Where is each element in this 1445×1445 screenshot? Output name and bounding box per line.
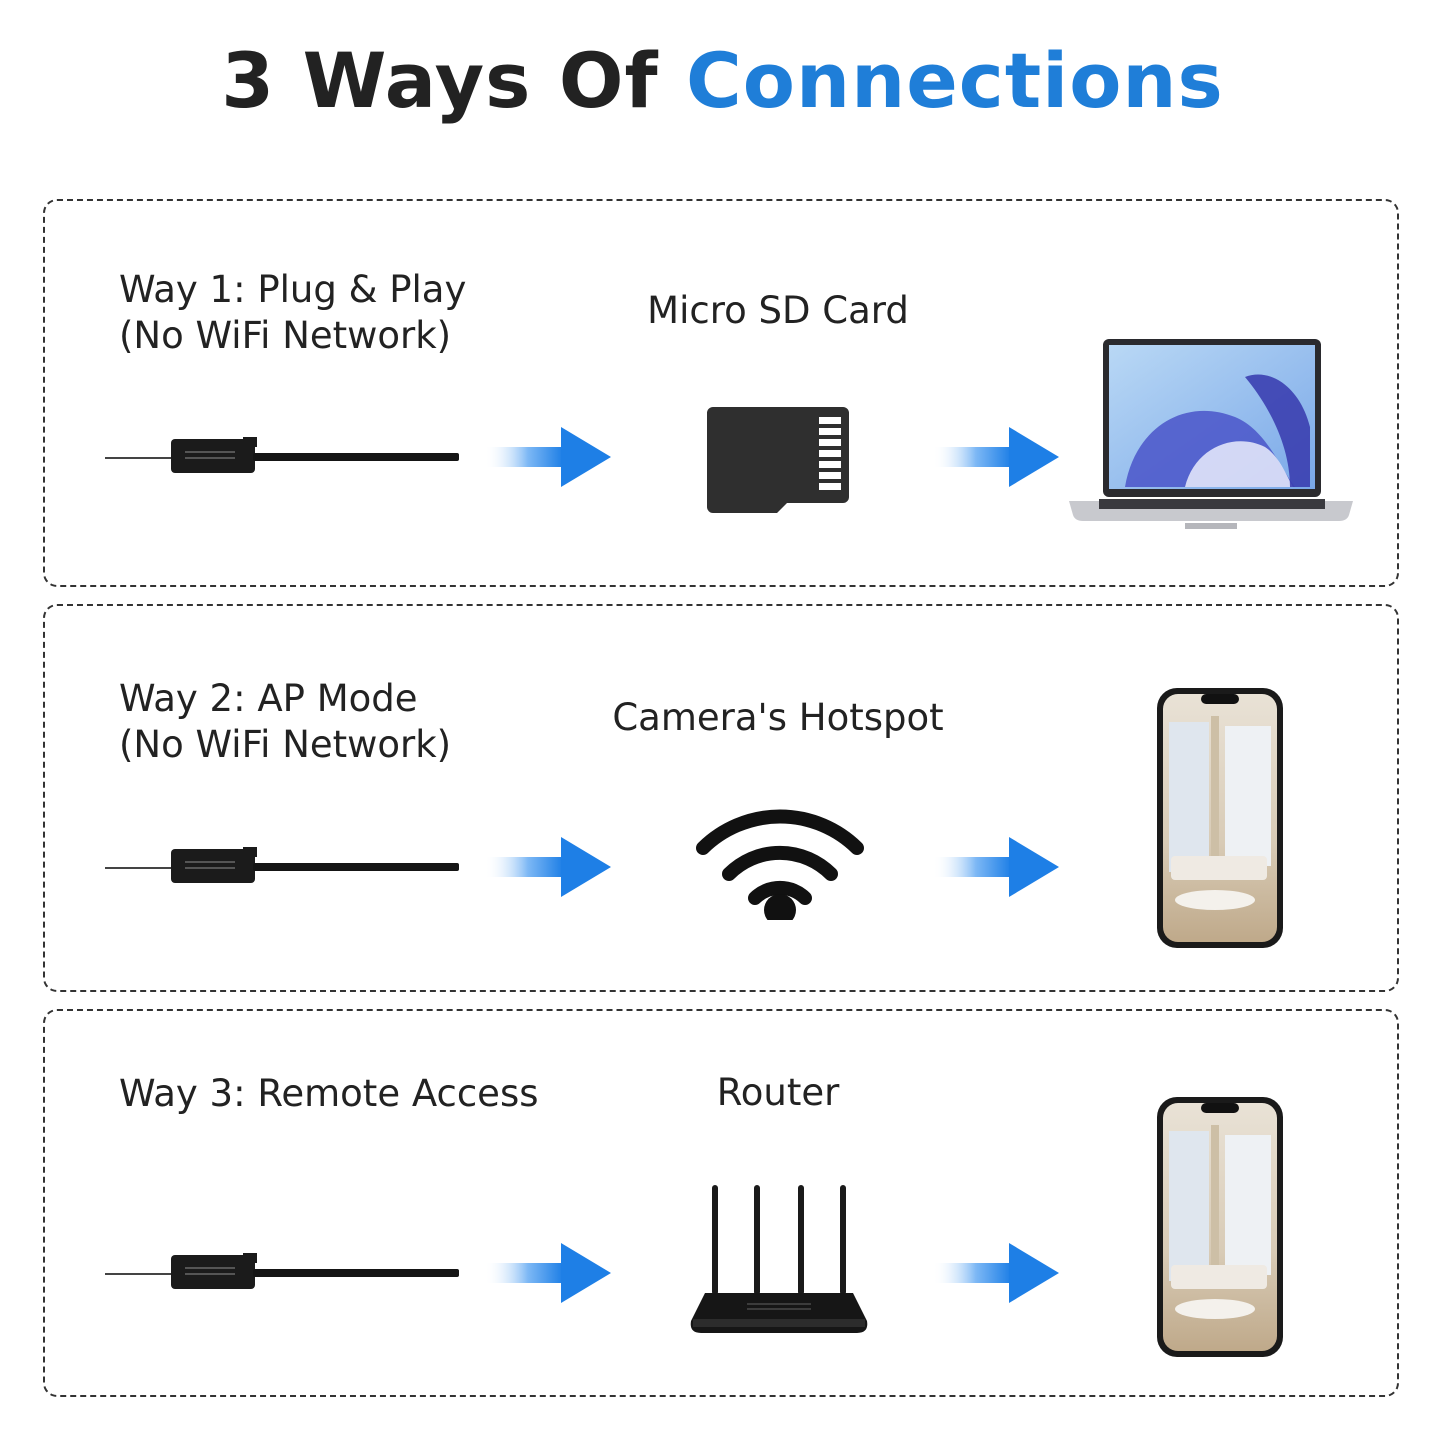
- camera-module-icon: [105, 437, 459, 473]
- arrow-right-icon: [933, 427, 1059, 487]
- way-1-panel: Way 1: Plug & Play (No WiFi Network) Mic…: [43, 199, 1399, 587]
- way-2-label: Way 2: AP Mode (No WiFi Network): [119, 677, 452, 766]
- page-title: 3 Ways Of Connections: [0, 36, 1445, 125]
- camera-module-icon: [105, 847, 459, 883]
- way-2-panel: Way 2: AP Mode (No WiFi Network) Camera'…: [43, 604, 1399, 992]
- way-3-middle-label: Router: [716, 1071, 840, 1114]
- arrow-right-icon: [933, 1243, 1059, 1303]
- way-3-panel: Way 3: Remote Access Router: [43, 1009, 1399, 1397]
- laptop-icon: [1069, 339, 1353, 529]
- camera-module-icon: [105, 1253, 459, 1289]
- arrow-right-icon: [933, 837, 1059, 897]
- smartphone-icon: [1157, 688, 1283, 948]
- way-2-middle-label: Camera's Hotspot: [612, 696, 944, 739]
- arrow-right-icon: [485, 1243, 611, 1303]
- title-part2: Connections: [686, 36, 1224, 125]
- router-icon: [690, 1185, 868, 1333]
- way-3-label: Way 3: Remote Access: [119, 1072, 539, 1115]
- smartphone-icon: [1157, 1097, 1283, 1357]
- wifi-icon: [696, 809, 864, 920]
- way-1-label: Way 1: Plug & Play (No WiFi Network): [119, 268, 467, 357]
- arrow-right-icon: [485, 427, 611, 487]
- title-part1: 3 Ways Of: [221, 36, 659, 125]
- arrow-right-icon: [485, 837, 611, 897]
- micro-sd-card-icon: [707, 407, 849, 513]
- way-1-middle-label: Micro SD Card: [647, 289, 909, 332]
